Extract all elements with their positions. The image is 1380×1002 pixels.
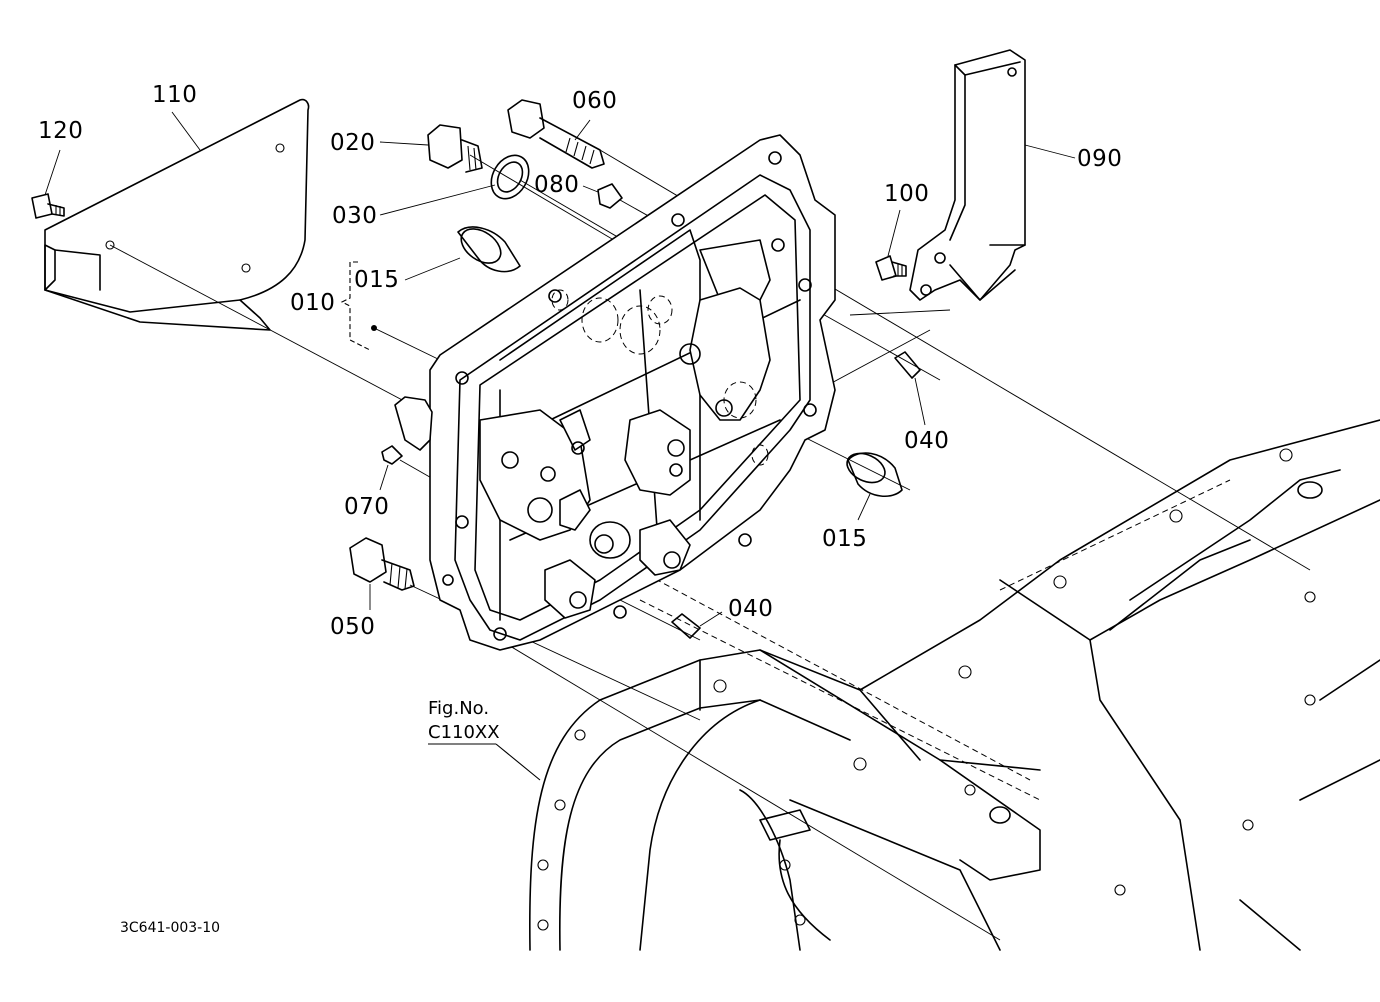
figure-ref-label: Fig.No. <box>428 698 490 719</box>
part-070-plug <box>379 445 403 491</box>
part-015-bushing-upper <box>404 226 521 281</box>
part-label-030[interactable]: 030 <box>332 203 378 229</box>
part-060-bolt <box>507 99 605 169</box>
part-040-pin-lower <box>671 611 723 639</box>
part-label-110[interactable]: 110 <box>152 82 198 108</box>
part-label-120[interactable]: 120 <box>38 118 84 144</box>
part-label-020[interactable]: 020 <box>330 130 376 156</box>
drawing-code: 3C641-003-10 <box>120 920 221 936</box>
part-label-040-lower[interactable]: 040 <box>728 596 774 622</box>
part-040-pin-upper <box>894 351 926 426</box>
part-label-100[interactable]: 100 <box>884 181 930 207</box>
part-label-070[interactable]: 070 <box>344 494 390 520</box>
part-100-bolt <box>875 209 907 281</box>
part-110-bracket <box>44 98 310 331</box>
valve-cover-plate <box>394 134 836 651</box>
part-label-090[interactable]: 090 <box>1077 146 1123 172</box>
part-label-050[interactable]: 050 <box>330 614 376 640</box>
part-090-bracket <box>909 49 1076 301</box>
part-050-bolt <box>349 537 415 610</box>
part-label-080[interactable]: 080 <box>534 172 580 198</box>
figure-ref-code[interactable]: C110XX <box>428 722 500 743</box>
part-label-010[interactable]: 010 <box>290 290 336 316</box>
part-010-group-bracket <box>340 261 441 361</box>
figure-ref-leader <box>428 743 541 781</box>
part-080-pin <box>582 183 623 209</box>
part-label-015-upper[interactable]: 015 <box>354 267 400 293</box>
part-label-015-lower[interactable]: 015 <box>822 526 868 552</box>
part-label-040-upper[interactable]: 040 <box>904 428 950 454</box>
part-015-bushing-lower <box>846 452 903 521</box>
part-030-washer <box>379 154 530 216</box>
part-120-bolt <box>31 149 65 219</box>
part-020-plug <box>379 124 483 173</box>
transmission-case <box>528 419 1380 951</box>
part-label-060[interactable]: 060 <box>572 88 618 114</box>
